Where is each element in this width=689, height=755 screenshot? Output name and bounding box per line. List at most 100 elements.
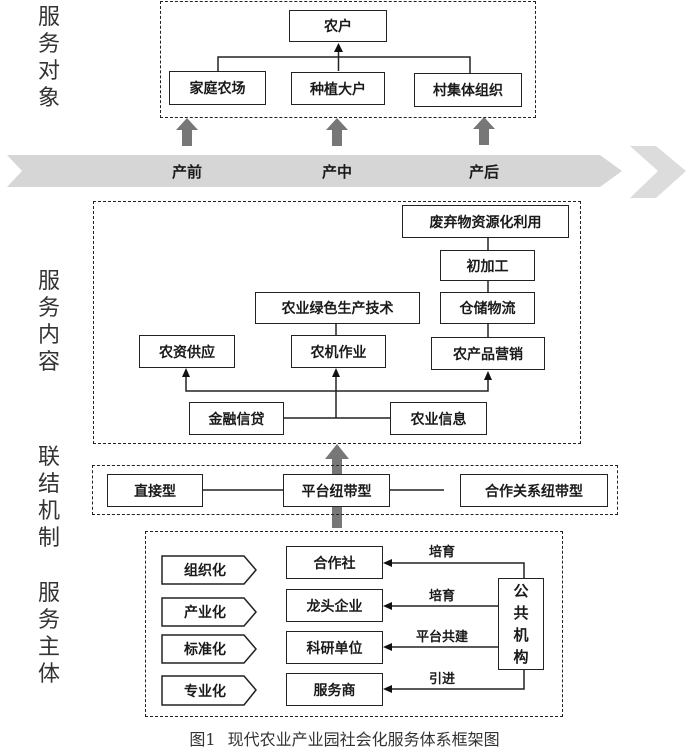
- relation-arrow-line: [390, 562, 525, 578]
- box-label: 合作社: [313, 555, 356, 572]
- box-label-char: 构: [513, 648, 529, 666]
- linkage-cooperation: 合作关系纽带型: [460, 474, 608, 507]
- figure-number: 图1: [189, 730, 216, 749]
- side-label-char: 制: [37, 526, 60, 551]
- connector-line: [217, 56, 471, 73]
- arrowhead: [182, 368, 190, 377]
- arrowhead: [383, 643, 392, 651]
- side-label-char: 务: [37, 608, 60, 633]
- relation-label-cultivate-1: 培育: [428, 545, 456, 560]
- box-label-char: 机: [513, 626, 529, 644]
- entity-cooperative: 合作社: [286, 546, 383, 579]
- side-label-char: 对: [37, 59, 60, 84]
- side-label-linkage: 联结机制: [36, 444, 62, 552]
- service-content-group: [93, 201, 581, 444]
- attribute-tag-shape: [161, 597, 257, 627]
- attribute-specialization: 专业化: [162, 676, 248, 705]
- side-label-char: 机: [37, 499, 60, 524]
- side-label-text: 联结机制: [36, 444, 62, 552]
- arrowhead: [383, 602, 392, 610]
- attribute-tag-shape: [161, 555, 257, 585]
- side-label-providers: 服务主体: [36, 580, 62, 688]
- content-waste-reuse: 废弃物资源化利用: [402, 205, 569, 238]
- arrowhead: [332, 368, 340, 377]
- linkage-platform: 平台纽带型: [283, 474, 390, 507]
- side-label-char: 结: [37, 472, 60, 497]
- stage-pre-production: 产前: [171, 163, 203, 181]
- box-label: 农业信息: [410, 411, 467, 428]
- process-band-chevron: [630, 146, 686, 198]
- up-arrow-mid: [326, 118, 348, 146]
- side-label-char: 容: [37, 350, 60, 375]
- relation-label-cultivate-2: 培育: [428, 589, 456, 604]
- attribute-label: 产业化: [184, 605, 226, 621]
- side-label-char: 内: [37, 323, 60, 348]
- entity-service-provider: 服务商: [286, 673, 383, 706]
- content-green-tech: 农业绿色生产技术: [255, 292, 420, 324]
- content-finance-credit: 金融信贷: [189, 402, 284, 435]
- side-label-char: 体: [37, 662, 60, 687]
- box-label: 种植大户: [310, 81, 366, 98]
- content-agri-info: 农业信息: [390, 402, 487, 435]
- box-label: 农机作业: [310, 344, 367, 361]
- side-label-char: 服: [37, 5, 60, 30]
- side-label-text: 服务内容: [36, 268, 62, 376]
- attribute-organization: 组织化: [162, 556, 248, 584]
- box-label: 龙头企业: [306, 598, 363, 615]
- up-arrow-post: [473, 117, 495, 145]
- side-label-char: 务: [37, 296, 60, 321]
- linkage-direct: 直接型: [107, 474, 203, 507]
- target-family-farm: 家庭农场: [169, 71, 266, 105]
- side-label-char: 象: [37, 86, 60, 111]
- box-label: 合作关系纽带型: [485, 483, 583, 500]
- up-arrow-pre: [176, 118, 198, 146]
- content-marketing: 农产品营销: [431, 337, 545, 370]
- target-farmer: 农户: [289, 10, 387, 42]
- side-label-service-content: 服务内容: [36, 268, 62, 376]
- stage-post-production: 产后: [468, 163, 500, 181]
- box-label: 初加工: [466, 258, 509, 275]
- entity-leading-enterprise: 龙头企业: [286, 589, 383, 622]
- box-label: 农资供应: [159, 344, 215, 361]
- box-label: 服务商: [313, 682, 356, 699]
- relation-arrow-line: [390, 669, 525, 690]
- content-machinery-ops: 农机作业: [291, 335, 386, 368]
- side-label-char: 主: [37, 635, 60, 660]
- linkage-group: [92, 465, 618, 515]
- box-label-char: 共: [513, 604, 529, 622]
- target-village-collective: 村集体组织: [414, 73, 522, 107]
- attribute-industrialization: 产业化: [162, 598, 248, 626]
- content-primary-processing: 初加工: [440, 250, 535, 281]
- relation-label-introduce: 引进: [428, 672, 456, 687]
- arrowhead: [484, 371, 492, 380]
- attribute-tag-shape: [161, 675, 257, 706]
- box-label: 村集体组织: [433, 83, 503, 99]
- box-label: 农户: [324, 19, 352, 35]
- box-label: 农业绿色生产技术: [281, 301, 394, 317]
- service-targets-group: [160, 1, 536, 118]
- process-band-arrow: [7, 155, 622, 187]
- attribute-label: 组织化: [184, 563, 226, 579]
- side-label-service-targets: 服务对象: [36, 4, 62, 112]
- arrowhead: [383, 685, 392, 693]
- box-label: 科研单位: [306, 640, 363, 657]
- box-label: 农产品营销: [453, 346, 523, 363]
- stage-mid-production: 产中: [321, 163, 353, 181]
- entity-research-unit: 科研单位: [286, 631, 383, 664]
- box-label: 直接型: [134, 483, 176, 500]
- side-label-text: 服务主体: [36, 580, 62, 688]
- content-input-supply: 农资供应: [139, 335, 235, 368]
- attribute-label: 专业化: [184, 683, 226, 700]
- connector-line: [185, 375, 489, 392]
- box-label: 废弃物资源化利用: [429, 214, 542, 231]
- attribute-tag-shape: [161, 634, 257, 664]
- box-label: 仓储物流: [459, 301, 516, 317]
- attribute-label: 标准化: [184, 642, 226, 658]
- box-label-char: 公: [513, 582, 529, 600]
- content-storage-logistics: 仓储物流: [440, 292, 535, 324]
- arrowhead: [383, 559, 392, 567]
- side-label-char: 服: [37, 269, 60, 294]
